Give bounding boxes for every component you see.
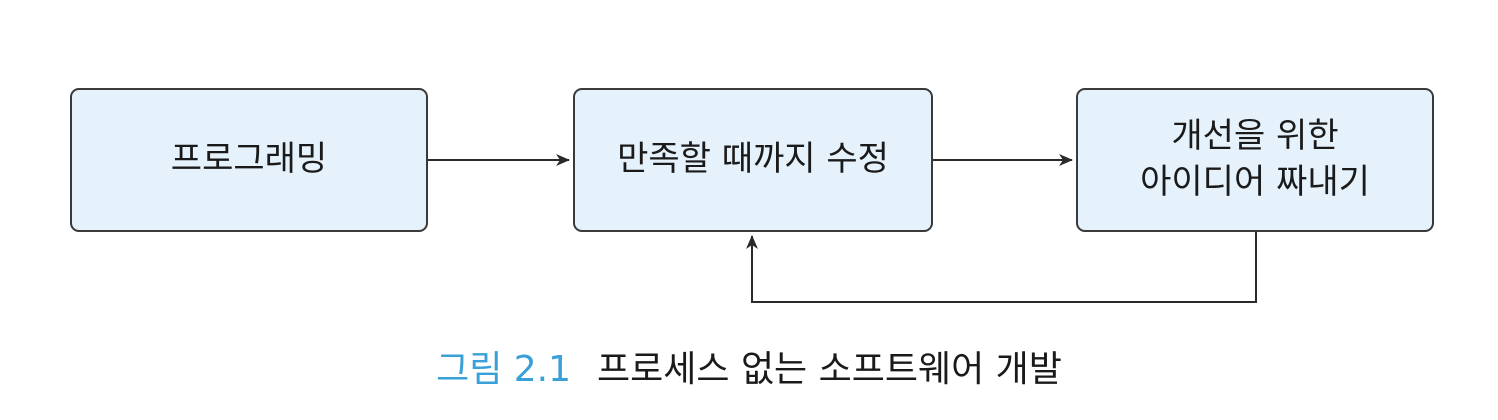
box-programming-label: 프로그래밍	[170, 139, 328, 180]
box-programming: 프로그래밍	[70, 88, 428, 232]
arrow-ideas-back-to-revise	[746, 232, 1257, 303]
box-ideas-line-1: 개선을 위한	[1171, 116, 1339, 157]
box-revise-label: 만족할 때까지 수정	[617, 139, 889, 180]
figure-caption: 그림 2.1 프로세스 없는 소프트웨어 개발	[0, 340, 1498, 392]
box-revise-until-satisfied: 만족할 때까지 수정	[573, 88, 933, 232]
figure-title: 프로세스 없는 소프트웨어 개발	[597, 349, 1062, 390]
figure-number: 그림 2.1	[436, 349, 572, 390]
box-improvement-ideas: 개선을 위한 아이디어 짜내기	[1076, 88, 1434, 232]
box-ideas-line-2: 아이디어 짜내기	[1140, 162, 1370, 202]
